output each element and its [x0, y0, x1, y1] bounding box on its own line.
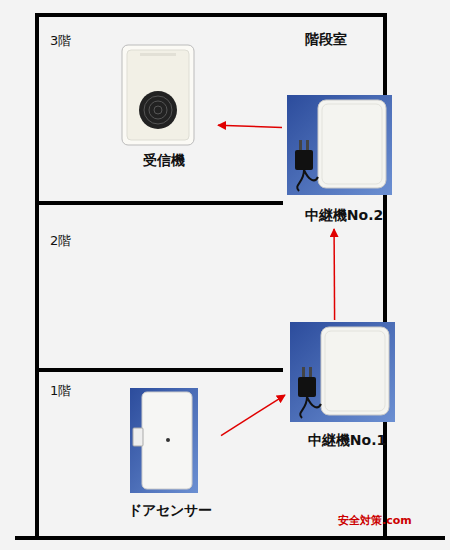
- device-label: 中継機No.1: [285, 430, 409, 450]
- left-wall: [35, 13, 39, 540]
- sensor-led: [166, 438, 170, 442]
- floor-label: 1階: [50, 382, 71, 400]
- sensor-body: [142, 392, 192, 489]
- door-sensor-photo: [130, 388, 198, 493]
- floor-label: 2階: [50, 232, 71, 250]
- device-label: 受信機: [110, 150, 218, 170]
- device-node: ドアセンサー: [118, 386, 221, 524]
- floor-line: [37, 368, 283, 372]
- floor-label: 3階: [50, 32, 71, 50]
- ground-line: [15, 536, 445, 540]
- receiver-body: [122, 45, 194, 145]
- floor-label: 階段室: [305, 31, 347, 49]
- device-node: 中継機No.2: [282, 92, 406, 229]
- floor-line: [37, 201, 283, 205]
- device-node: 中継機No.1: [285, 320, 409, 454]
- speaker-ring: [154, 106, 162, 114]
- sensor-magnet: [133, 428, 143, 446]
- relay-photo: [290, 322, 395, 422]
- right-wall: [383, 13, 387, 540]
- receiver-photo: [122, 45, 194, 145]
- signal-arrow: [221, 395, 285, 436]
- building-walls: [15, 13, 445, 540]
- device-node: 受信機: [110, 42, 218, 174]
- relay-photo: [287, 95, 392, 195]
- speaker: [139, 91, 177, 129]
- receiver-slot: [140, 53, 176, 56]
- roof-line: [35, 13, 387, 17]
- speaker-ring: [149, 101, 167, 119]
- speaker-ring: [144, 96, 172, 124]
- photo-background: [130, 388, 198, 493]
- device-label: ドアセンサー: [118, 500, 221, 520]
- device-label: 中継機No.2: [282, 205, 406, 225]
- receiver-panel: [127, 50, 189, 140]
- signal-arrow: [333, 229, 335, 320]
- signal-arrow: [218, 125, 282, 127]
- watermark: 安全対策.com: [338, 513, 412, 528]
